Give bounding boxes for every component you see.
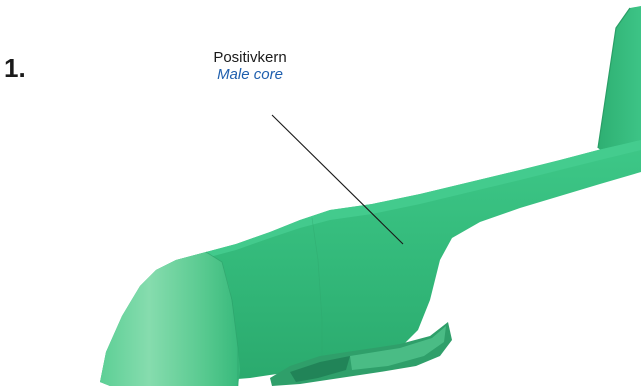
- label-secondary: Male core: [190, 66, 310, 83]
- callout-label: Positivkern Male core: [190, 49, 310, 83]
- label-primary: Positivkern: [190, 49, 310, 66]
- nose-section-shape: [100, 252, 240, 386]
- step-number: 1.: [4, 53, 26, 84]
